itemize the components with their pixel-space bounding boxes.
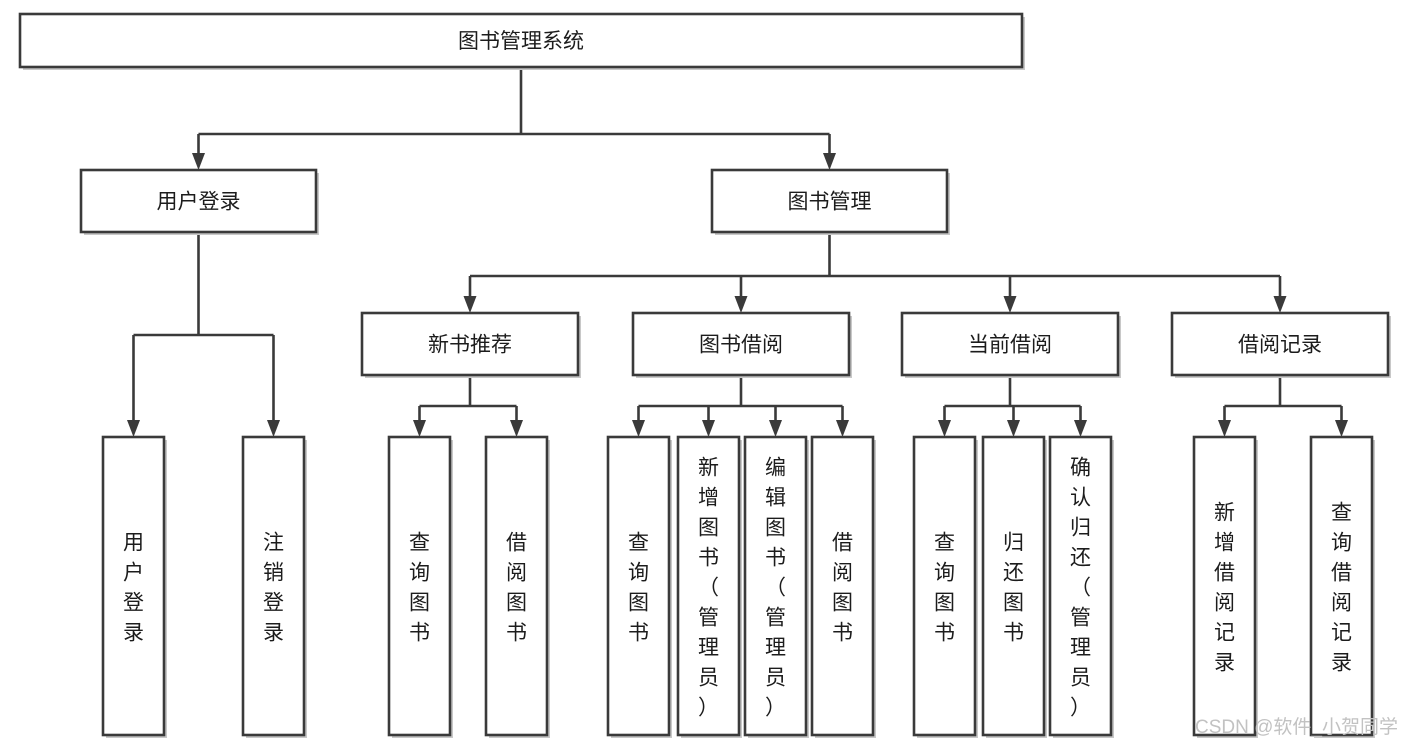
node-label: 新增借阅记录 [1214,501,1235,674]
node-border [387,435,452,737]
arrowhead-icon [1218,420,1231,437]
arrowhead-icon [1335,420,1348,437]
node-border [484,435,549,737]
node-border [18,12,1024,69]
node-border [1048,435,1113,737]
node-label: 当前借阅 [968,334,1052,357]
node-leaf-user-login[interactable]: 用户登录 [101,435,167,738]
node-leaf-query-book-a[interactable]: 查询图书 [387,435,453,738]
node-border [912,435,977,737]
node-border [710,168,949,234]
node-leaf-query-book-c[interactable]: 查询图书 [912,435,978,738]
node-leaf-edit-book[interactable]: 编辑图书（管理员） [743,435,809,738]
node-label: 借阅图书 [832,531,853,644]
node-book-manage[interactable]: 图书管理 [710,168,950,235]
arrowhead-icon [510,420,523,437]
node-border [981,435,1046,737]
connector-layer [127,67,1348,437]
node-root[interactable]: 图书管理系统 [18,12,1025,70]
node-leaf-confirm-return[interactable]: 确认归还（管理员） [1048,435,1114,738]
arrowhead-icon [734,296,748,313]
node-new-book-rec[interactable]: 新书推荐 [360,311,581,378]
arrowhead-icon [127,420,140,437]
node-border [810,435,875,737]
node-border [1309,435,1374,737]
node-border [360,311,580,377]
node-border [676,435,741,737]
node-label: 新书推荐 [428,334,512,357]
node-leaf-return-book[interactable]: 归还图书 [981,435,1047,738]
arrowhead-icon [769,420,782,437]
node-border [606,435,671,737]
node-border [241,435,306,737]
node-label: 编辑图书（管理员） [765,456,786,719]
node-label: 确认归还（管理员） [1070,456,1091,719]
node-leaf-add-book[interactable]: 新增图书（管理员） [676,435,742,738]
node-border [1170,311,1390,377]
node-leaf-borrow-book-b[interactable]: 借阅图书 [810,435,876,738]
node-label: 图书管理系统 [458,30,584,53]
node-label: 查询图书 [409,531,430,644]
node-leaf-query-book-b[interactable]: 查询图书 [606,435,672,738]
node-user-login[interactable]: 用户登录 [79,168,319,235]
arrowhead-icon [836,420,849,437]
arrowhead-icon [267,420,280,437]
arrowhead-icon [702,420,715,437]
csdn-watermark: CSDN @软件_小贺同学 [1195,716,1398,738]
node-leaf-query-record[interactable]: 查询借阅记录 [1309,435,1375,738]
node-layer: 图书管理系统用户登录图书管理新书推荐图书借阅当前借阅借阅记录用户登录注销登录查询… [18,12,1391,738]
node-border [631,311,851,377]
arrowhead-icon [632,420,645,437]
node-book-borrow[interactable]: 图书借阅 [631,311,852,378]
node-label: 归还图书 [1003,531,1024,644]
arrowhead-icon [413,420,426,437]
node-label: 图书借阅 [699,334,783,357]
node-label: 注销登录 [263,531,284,644]
arrowhead-icon [1007,420,1020,437]
node-border [79,168,318,234]
node-border [1192,435,1257,737]
node-current-borrow[interactable]: 当前借阅 [900,311,1121,378]
node-label: 查询图书 [934,531,955,644]
node-label: 用户登录 [123,531,144,644]
node-label: 新增图书（管理员） [698,456,719,719]
arrowhead-icon [192,153,205,170]
node-label: 查询借阅记录 [1331,501,1352,674]
node-leaf-logout[interactable]: 注销登录 [241,435,307,738]
arrowhead-icon [1003,296,1017,313]
arrowhead-icon [823,153,836,170]
node-label: 借阅记录 [1238,334,1322,357]
node-label: 查询图书 [628,531,649,644]
node-leaf-add-record[interactable]: 新增借阅记录 [1192,435,1258,738]
node-label: 用户登录 [157,191,241,214]
node-label: 图书管理 [788,191,872,214]
arrowhead-icon [1074,420,1087,437]
node-borrow-record[interactable]: 借阅记录 [1170,311,1391,378]
arrowhead-icon [463,296,477,313]
node-border [101,435,166,737]
arrowhead-icon [938,420,951,437]
arrowhead-icon [1273,296,1287,313]
node-border [900,311,1120,377]
node-label: 借阅图书 [506,531,527,644]
node-border [743,435,808,737]
node-leaf-borrow-book-a[interactable]: 借阅图书 [484,435,550,738]
